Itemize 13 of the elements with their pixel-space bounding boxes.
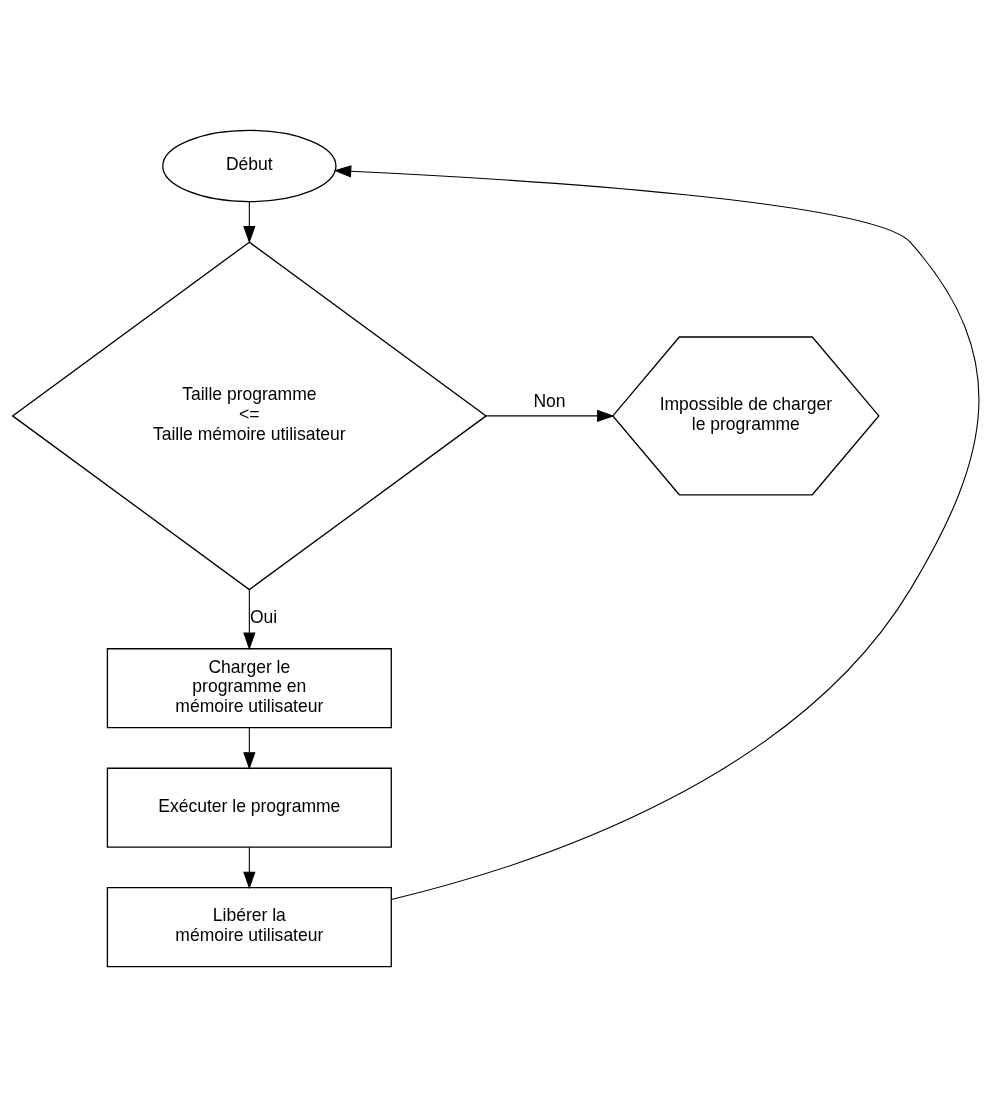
node-box: Libérer la mémoire utilisateur bbox=[106, 887, 392, 968]
arrow bbox=[243, 589, 256, 651]
arrow bbox=[243, 846, 256, 890]
edge-label: Oui bbox=[249, 607, 278, 628]
node-box: Exécuter le programme bbox=[106, 767, 392, 848]
arrow bbox=[243, 201, 256, 244]
node-ellipse: Début bbox=[162, 129, 337, 203]
arrow bbox=[243, 727, 256, 770]
arrow bbox=[485, 409, 615, 423]
node-diamond: Taille programme <= Taille mémoire utilisateur bbox=[11, 241, 488, 591]
node-box: Charger le programme en mémoire utilisateur bbox=[106, 648, 392, 729]
edge-label: Non bbox=[533, 390, 566, 411]
arrow bbox=[333, 165, 980, 901]
